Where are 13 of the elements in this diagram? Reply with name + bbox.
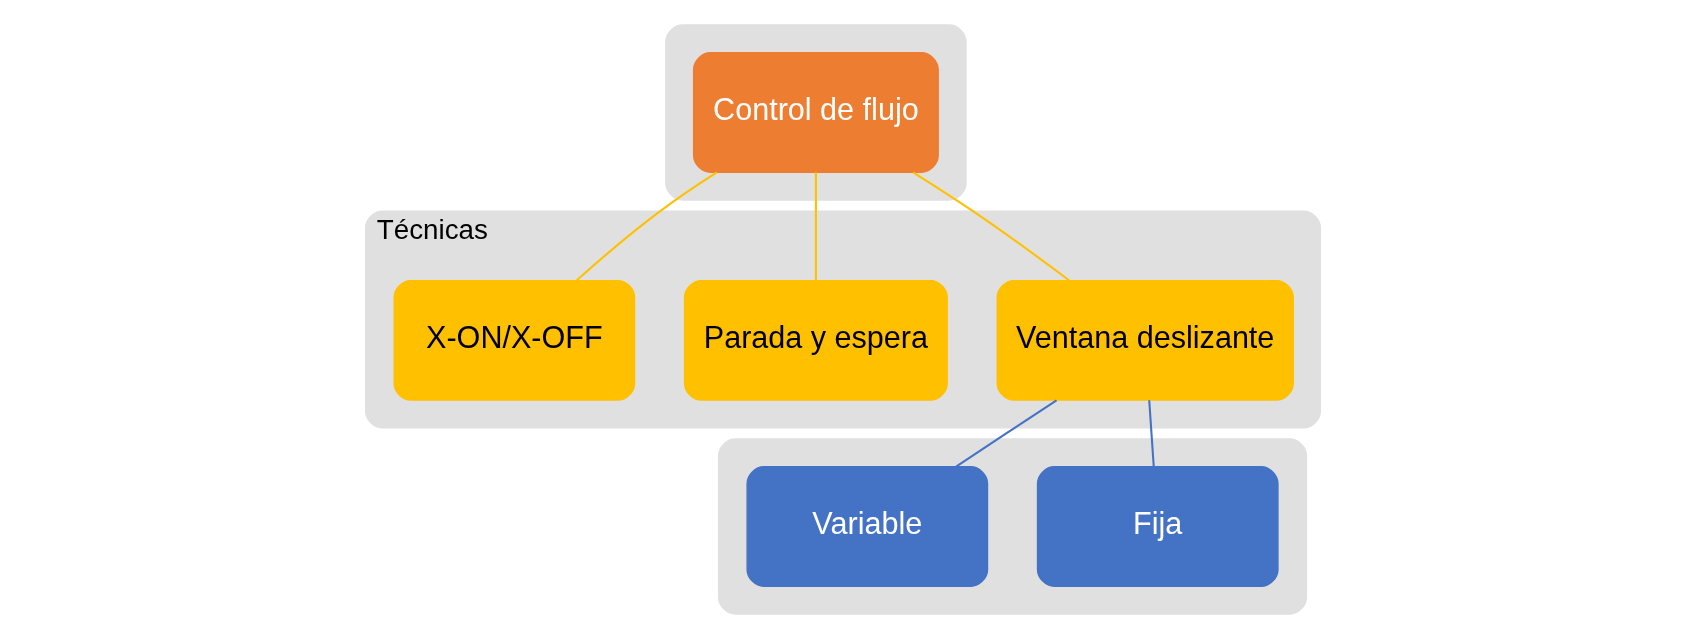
connector [814, 172, 817, 281]
node-box: Control de flujo [692, 52, 939, 173]
node-box: Ventana deslizante [996, 279, 1294, 401]
connector [955, 399, 1057, 468]
node-box: Fija [1036, 466, 1279, 587]
cluster [664, 24, 967, 201]
node-box: X-ON/X-OFF [392, 279, 635, 401]
connector [575, 171, 717, 282]
connector [912, 171, 1070, 282]
node-box: Variable [745, 466, 988, 587]
node-box: Parada y espera [683, 279, 948, 401]
connector [1147, 400, 1155, 467]
cluster [717, 438, 1307, 615]
